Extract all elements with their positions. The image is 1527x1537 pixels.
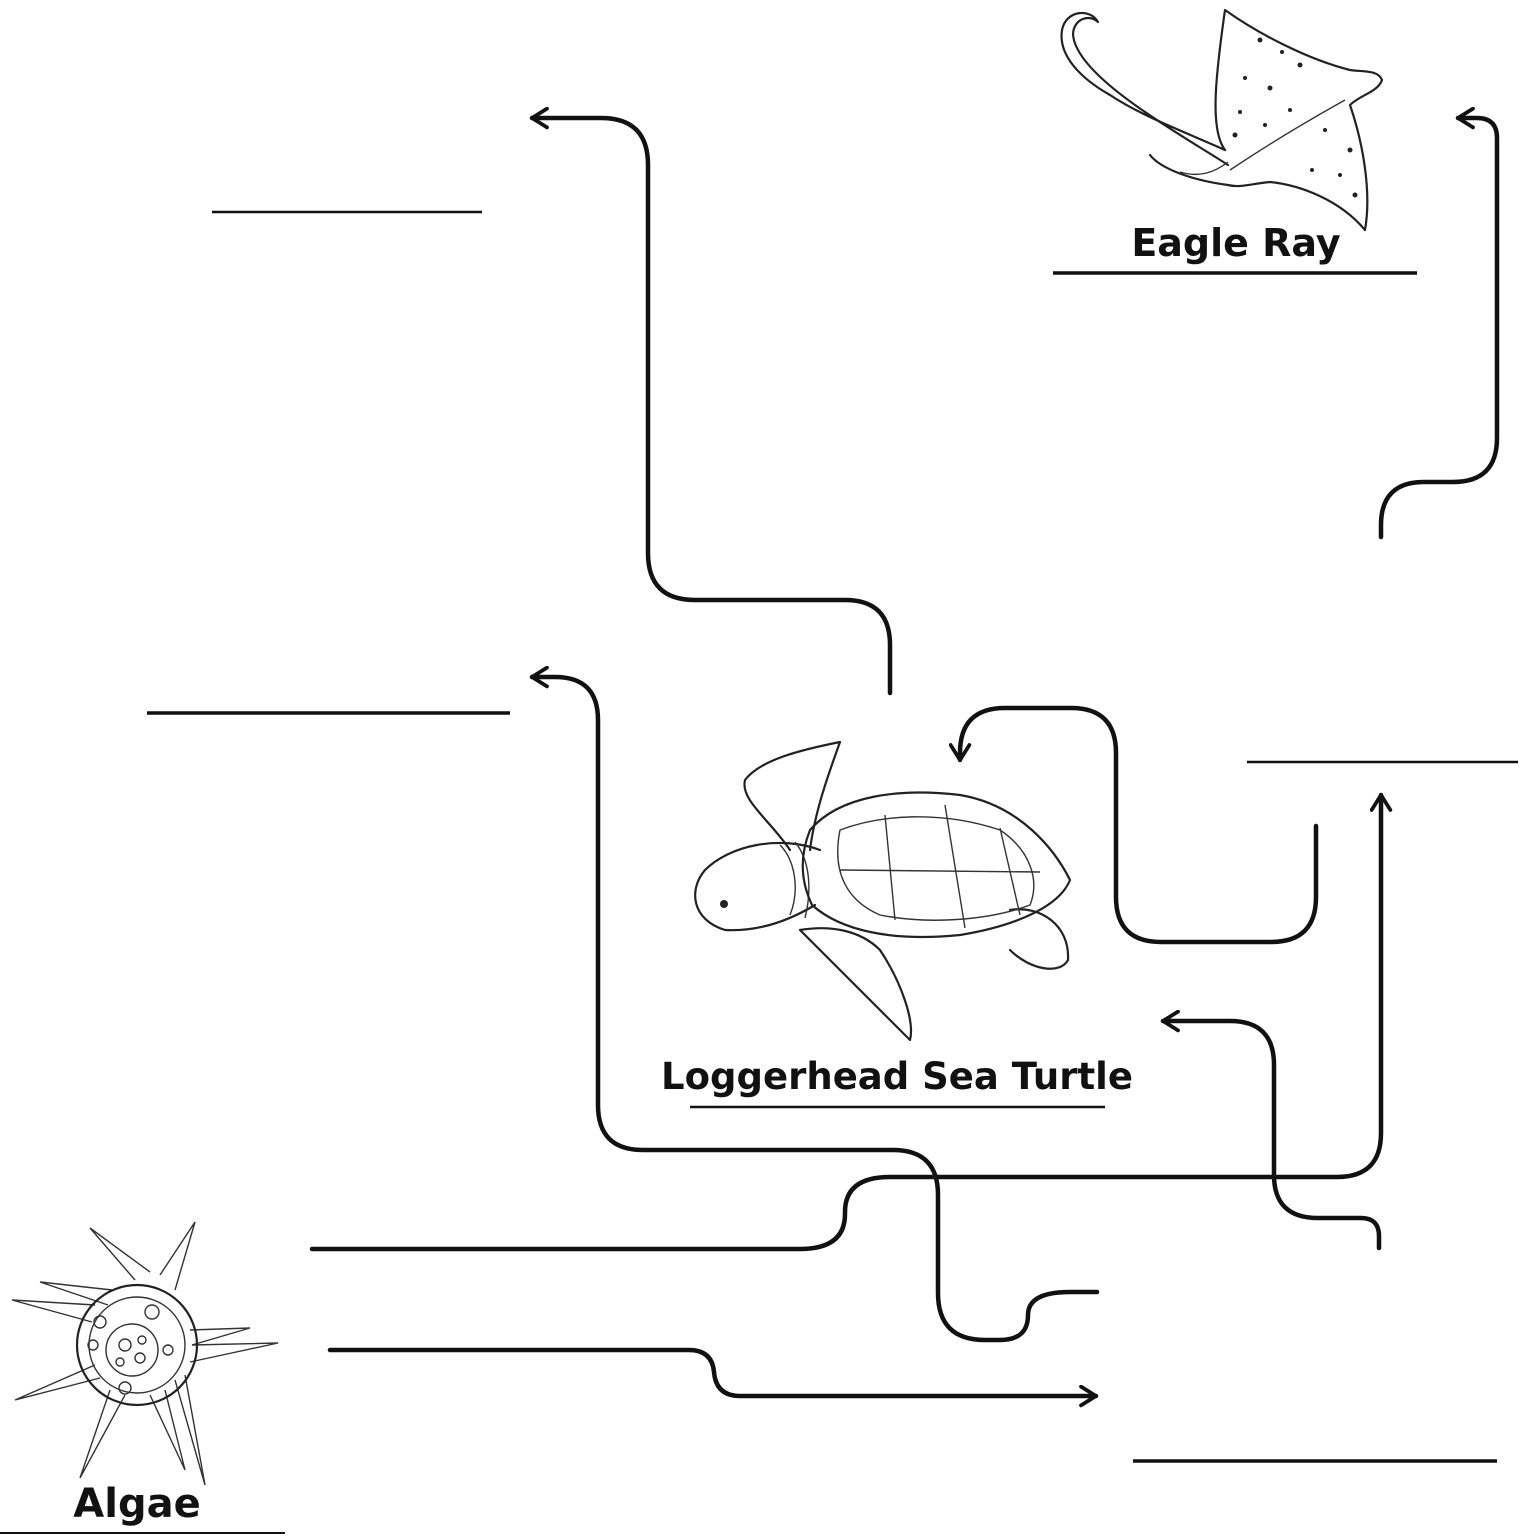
loggerhead-turtle-illustration	[695, 742, 1070, 1040]
arrow-to-turtle-bottom	[1163, 1021, 1379, 1248]
arrow-turtle-to-top-left	[532, 118, 890, 693]
algae-label: Algae	[73, 1481, 200, 1527]
arrow-to-eagle-ray	[1381, 118, 1497, 537]
algae-illustration	[12, 1222, 278, 1485]
eagle-ray-label: Eagle Ray	[1131, 221, 1341, 265]
arrow-algae-to-bottom-right	[330, 1350, 1096, 1396]
arrow-to-mid-left	[532, 677, 1097, 1340]
arrow-to-turtle-top	[960, 708, 1316, 942]
eagle-ray-illustration	[1062, 10, 1382, 230]
loggerhead-turtle-label: Loggerhead Sea Turtle	[661, 1055, 1133, 1098]
